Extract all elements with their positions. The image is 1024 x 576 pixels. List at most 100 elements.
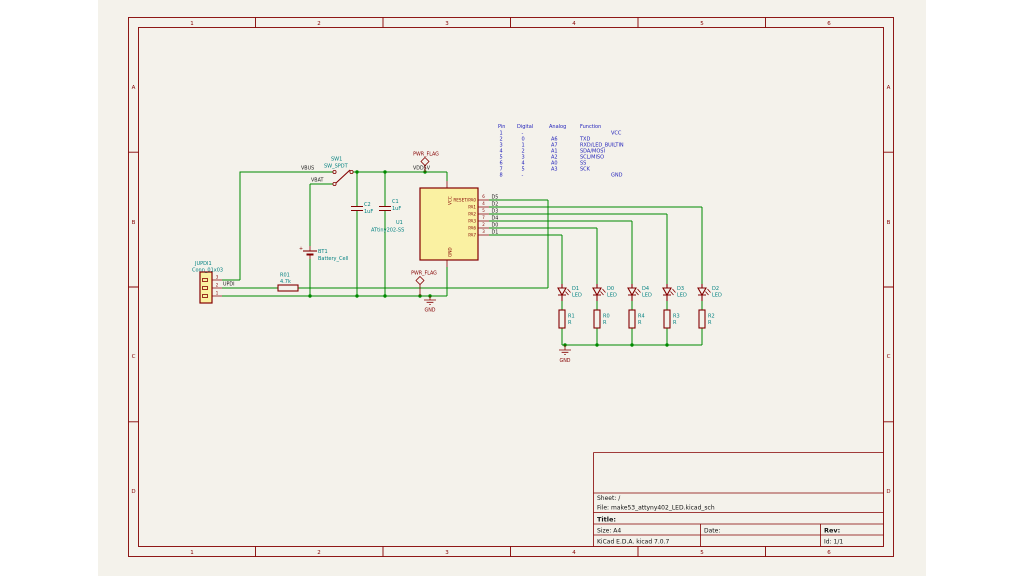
net-label-updi[interactable]: UPDI: [223, 282, 235, 288]
titleblock-sheet: Sheet: /: [597, 495, 621, 502]
led-value-label[interactable]: LED: [607, 293, 617, 299]
pwr-flag-bottom-symbol[interactable]: PWR_FLAG: [411, 271, 437, 297]
resistor-ref-label[interactable]: R0: [603, 314, 610, 320]
frame-row-label: B: [887, 220, 891, 226]
led-symbol-3[interactable]: D3 LED: [662, 284, 687, 301]
mcu-ref-label[interactable]: U1: [396, 220, 403, 226]
resistor-value-label[interactable]: R: [638, 320, 642, 326]
net-label-vbat[interactable]: VBAT: [311, 178, 323, 184]
frame-row-label: C: [887, 354, 891, 360]
gnd-symbol-leds[interactable]: GND: [559, 345, 571, 364]
net-label-vbus[interactable]: VBUS: [301, 166, 314, 172]
resistor-ref-label[interactable]: R3: [673, 314, 680, 320]
capacitor-c2-symbol[interactable]: C2 1uF: [351, 202, 373, 215]
led-ref-label[interactable]: D4: [642, 286, 649, 292]
mcu-pin-gnd: GND: [448, 247, 453, 257]
series-resistor-value-label[interactable]: 4.7k: [280, 279, 291, 285]
pwr-flag-top-symbol[interactable]: PWR_FLAG: [413, 152, 439, 173]
led-ref-label[interactable]: D2: [712, 286, 719, 292]
series-resistor-symbol[interactable]: R01 4.7k: [277, 273, 299, 292]
pin-table-cell: GND: [611, 173, 623, 179]
titleblock-id: Id: 1/1: [824, 539, 843, 546]
frame-row-label: B: [132, 220, 136, 226]
titleblock-file: File: make53_attyny402_LED.kicad_sch: [597, 505, 715, 512]
updi-connector-symbol[interactable]: 3 2 1 JUPDI1 Conn_01x03: [192, 261, 223, 304]
frame-col-label: 5: [700, 550, 704, 556]
led-symbol-0[interactable]: D1 LED: [557, 284, 582, 301]
resistor-ref-label[interactable]: R1: [568, 314, 575, 320]
led-symbol-4[interactable]: D2 LED: [697, 284, 722, 301]
pin-table-cell: A1: [551, 149, 558, 155]
wires[interactable]: [222, 171, 703, 346]
frame-row-label: D: [131, 489, 135, 495]
frame-col-label: 3: [445, 21, 449, 27]
gnd-label: GND: [560, 358, 571, 364]
pin-table-cell: A2: [551, 155, 558, 161]
pinout-table[interactable]: Pin Digital Analog Function 1 - VCC 2 0 …: [498, 124, 624, 179]
titleblock-rev: Rev:: [824, 527, 840, 535]
power-switch-symbol[interactable]: SW1 SW_SPDT: [324, 157, 354, 186]
resistor-ref-label[interactable]: R2: [708, 314, 715, 320]
capacitor-value-label[interactable]: 1uF: [364, 209, 373, 215]
pin-table-cell: 2: [500, 137, 503, 143]
mcu-symbol[interactable]: VCC GND RESET/PA0 PA1 PA2 PA3 PA6 PA7 6 …: [371, 181, 489, 267]
net-label-d0[interactable]: D0: [492, 223, 499, 229]
capacitor-value-label[interactable]: 1uF: [392, 206, 401, 212]
resistor-value-label[interactable]: R: [568, 320, 572, 326]
capacitor-c1-symbol[interactable]: C1 1uF: [379, 199, 401, 212]
capacitor-ref-label[interactable]: C1: [392, 199, 399, 205]
led-value-label[interactable]: LED: [712, 293, 722, 299]
mcu-pin-name: PA2: [468, 212, 476, 217]
mcu-pin-number: 6: [482, 194, 485, 199]
resistor-symbol-3[interactable]: R3 R: [663, 309, 680, 329]
pwr-flag-label: PWR_FLAG: [413, 152, 439, 158]
switch-value-label[interactable]: SW_SPDT: [324, 164, 349, 170]
capacitor-ref-label[interactable]: C2: [364, 202, 371, 208]
led-ref-label[interactable]: D0: [607, 286, 614, 292]
battery-symbol[interactable]: + BT1 Battery_Cell: [299, 246, 348, 262]
frame-col-label: 3: [445, 550, 449, 556]
pin-table-cell: 5: [522, 167, 525, 173]
resistor-symbol-0[interactable]: R1 R: [558, 309, 575, 329]
frame-col-label: 2: [317, 550, 321, 556]
pin-table-cell: 7: [500, 167, 503, 173]
net-label-d3[interactable]: D3: [492, 209, 499, 215]
led-value-label[interactable]: LED: [572, 293, 582, 299]
resistor-value-label[interactable]: R: [603, 320, 607, 326]
connector-ref-label[interactable]: JUPDI1: [194, 261, 212, 267]
led-ref-label[interactable]: D1: [572, 286, 579, 292]
mcu-value-label[interactable]: ATtiny202-SS: [371, 228, 404, 234]
resistor-symbol-4[interactable]: R2 R: [698, 309, 715, 329]
series-resistor-ref-label[interactable]: R01: [280, 273, 290, 279]
resistor-value-label[interactable]: R: [673, 320, 677, 326]
connector-value-label[interactable]: Conn_01x03: [192, 268, 223, 274]
mcu-net-labels[interactable]: D5 D2 D3 D4 D0 D1: [492, 195, 499, 236]
resistor-ref-label[interactable]: R4: [638, 314, 645, 320]
frame-row-label: D: [886, 489, 890, 495]
led-value-label[interactable]: LED: [677, 293, 687, 299]
gnd-symbol-mcu[interactable]: GND: [424, 296, 436, 314]
net-label-vdd5v[interactable]: VDD5V: [413, 166, 431, 172]
titleblock-generator: KiCad E.D.A. kicad 7.0.7: [597, 539, 670, 546]
led-symbol-1[interactable]: D0 LED: [592, 284, 617, 301]
led-symbol-2[interactable]: D4 LED: [627, 284, 652, 301]
led-ref-label[interactable]: D3: [677, 286, 684, 292]
net-label-d1[interactable]: D1: [492, 230, 499, 236]
battery-value-label[interactable]: Battery_Cell: [318, 256, 348, 262]
pin-table-cell: A7: [551, 143, 558, 149]
net-label-d4[interactable]: D4: [492, 216, 499, 222]
frame-col-label: 5: [700, 21, 704, 27]
pin-table-cell: A3: [551, 167, 558, 173]
resistor-value-label[interactable]: R: [708, 320, 712, 326]
battery-ref-label[interactable]: BT1: [318, 249, 328, 255]
net-label-d5[interactable]: D5: [492, 195, 499, 201]
connector-pin-number: 1: [216, 291, 219, 296]
switch-ref-label[interactable]: SW1: [331, 157, 342, 163]
resistor-symbol-2[interactable]: R4 R: [628, 309, 645, 329]
net-label-d2[interactable]: D2: [492, 202, 499, 208]
resistor-symbol-1[interactable]: R0 R: [593, 309, 610, 329]
battery-plus-sign: +: [299, 246, 303, 252]
title-block: Sheet: / File: make53_attyny402_LED.kica…: [593, 452, 884, 547]
led-value-label[interactable]: LED: [642, 293, 652, 299]
